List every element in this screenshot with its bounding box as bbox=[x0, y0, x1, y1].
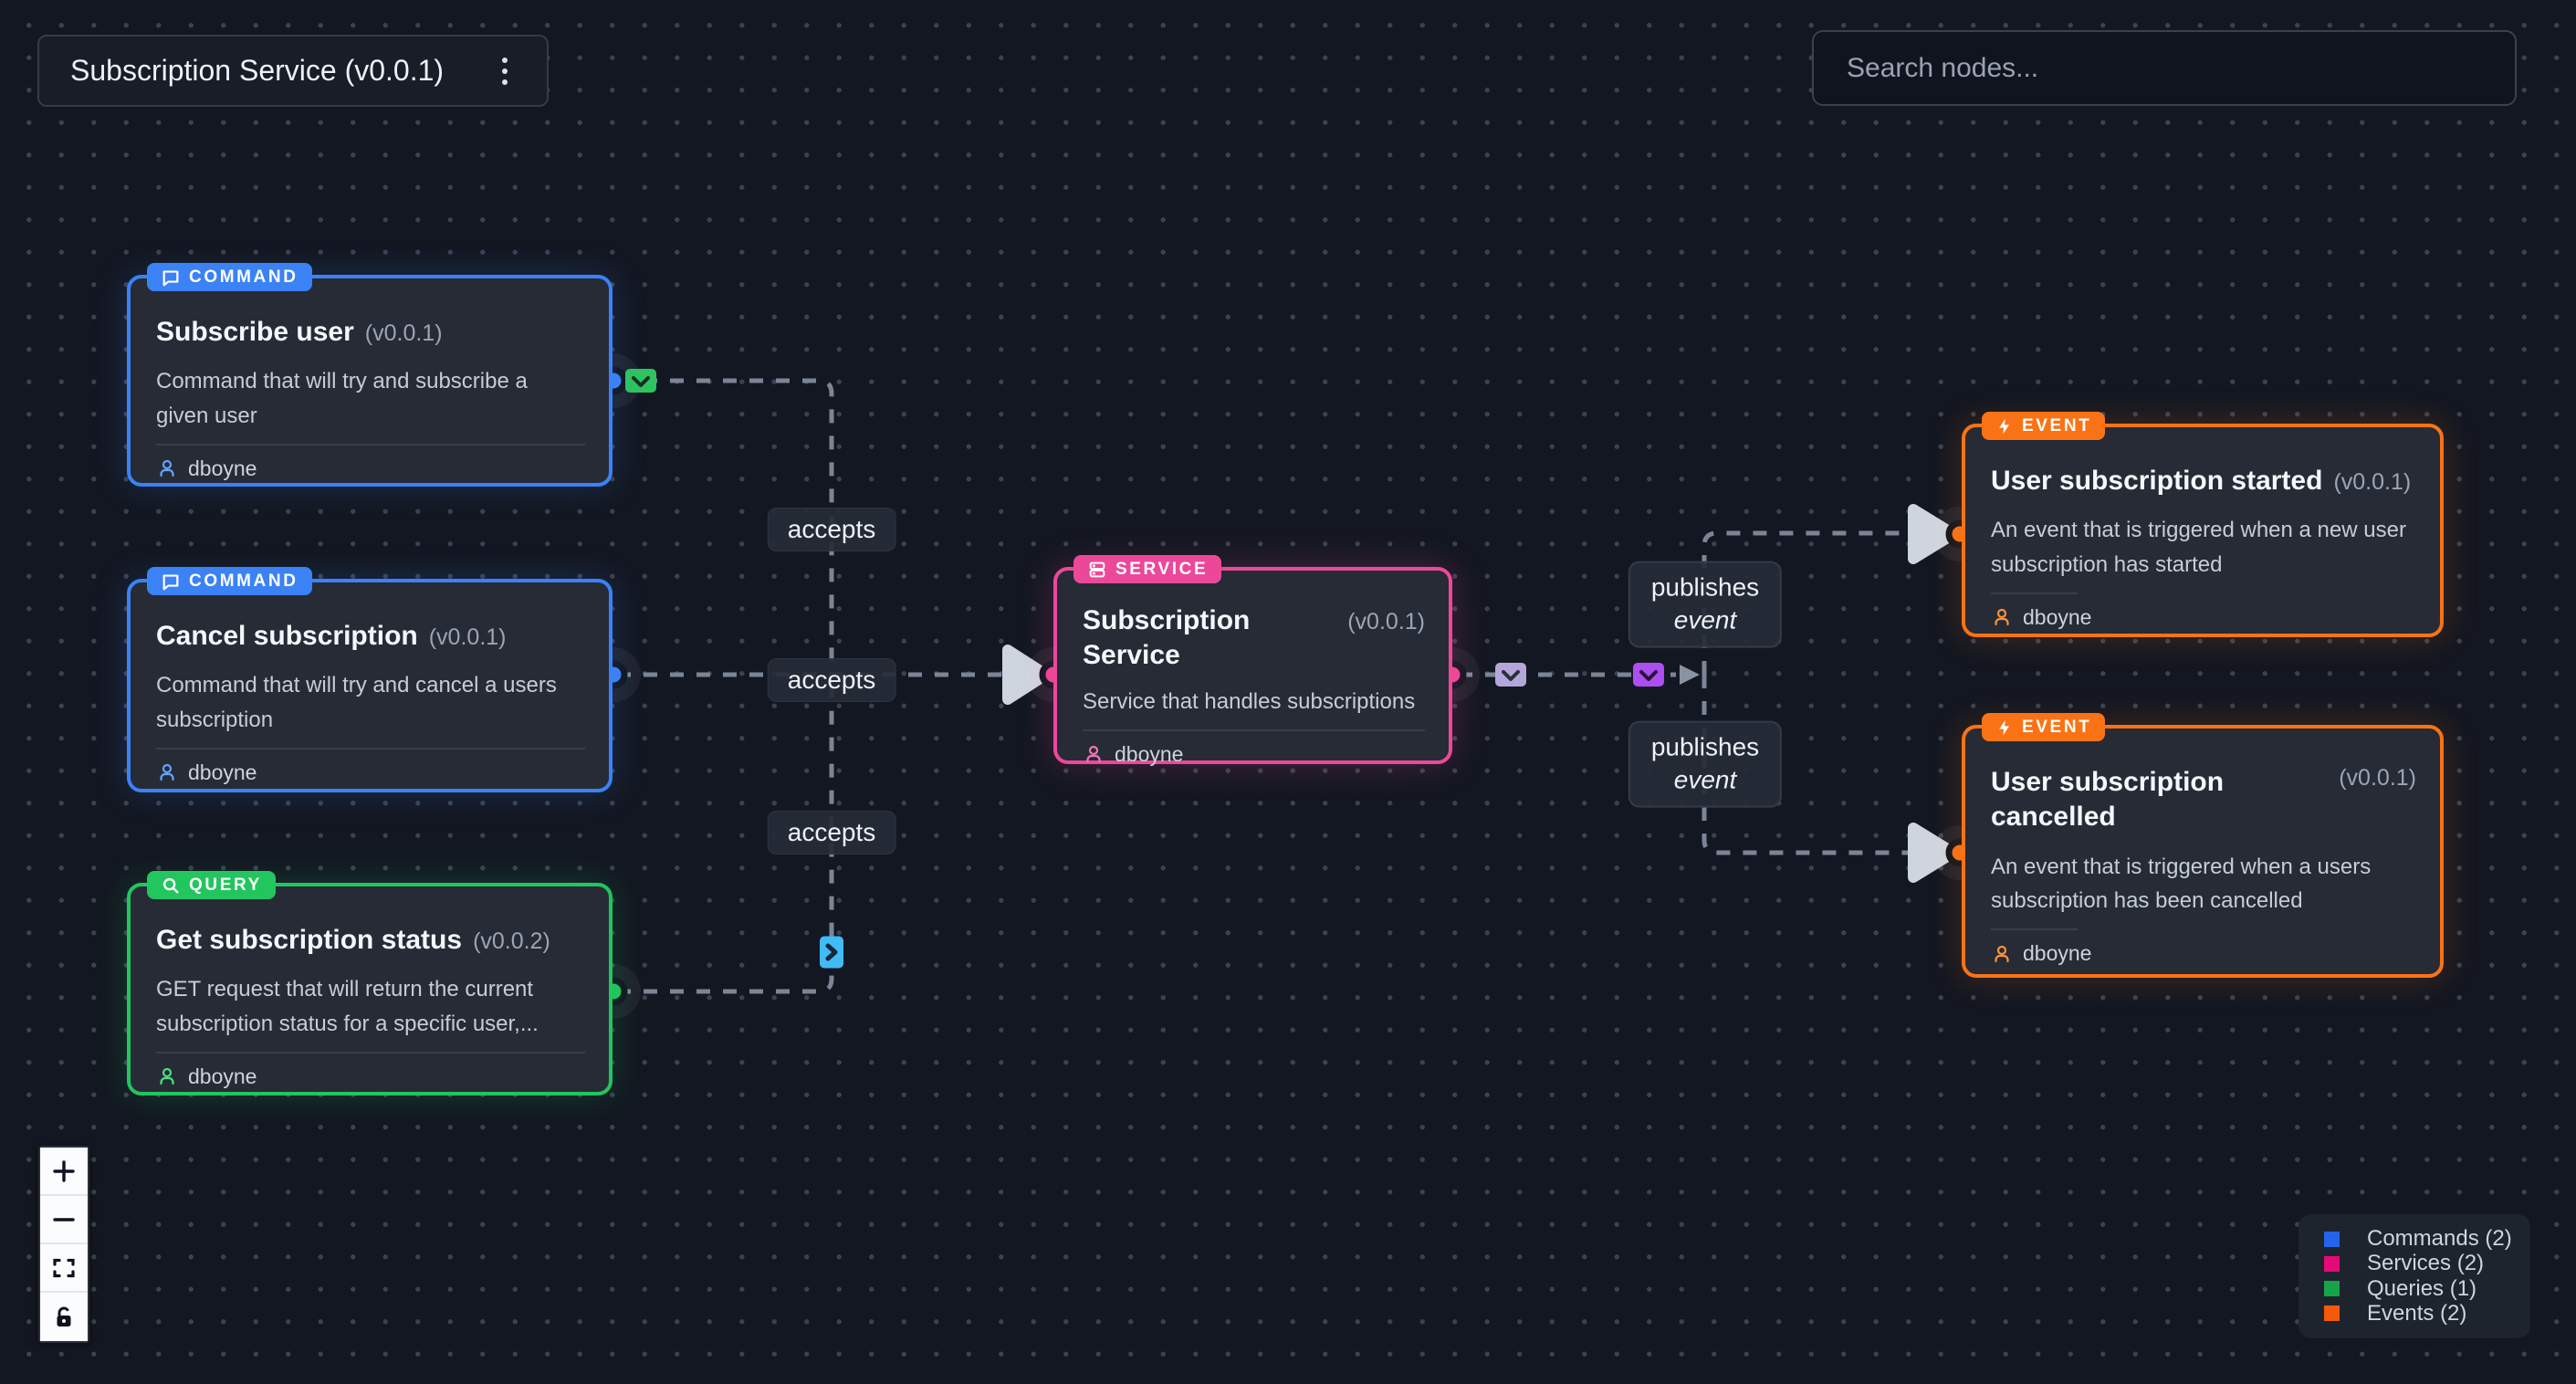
divider bbox=[156, 443, 585, 446]
mail-icon-green bbox=[625, 369, 656, 393]
legend-swatch-queries bbox=[2324, 1281, 2340, 1297]
search-input[interactable] bbox=[1814, 32, 2515, 104]
lightning-icon bbox=[1999, 418, 2009, 434]
person-icon bbox=[1995, 609, 2009, 626]
node-author: dboyne bbox=[156, 456, 585, 485]
person-icon bbox=[160, 1068, 174, 1085]
divider bbox=[156, 747, 585, 750]
event-badge: EVENT bbox=[1982, 412, 2106, 440]
node-title: User subscription started bbox=[1991, 466, 2323, 496]
zoom-controls bbox=[38, 1146, 89, 1343]
server-icon bbox=[1089, 561, 1105, 577]
node-description: Command that will try and subscribe a gi… bbox=[156, 369, 528, 428]
node-title: Cancel subscription bbox=[156, 621, 418, 651]
node-get-subscription-status[interactable]: QUERY Get subscription status (v0.0.2) G… bbox=[127, 871, 613, 1096]
node-version: (v0.0.1) bbox=[364, 320, 443, 346]
person-icon bbox=[1995, 945, 2009, 962]
node-subscription-service[interactable]: SERVICE Subscription Service (v0.0.1) Se… bbox=[1053, 555, 1452, 766]
node-author: dboyne bbox=[1991, 941, 2416, 970]
node-author: dboyne bbox=[1083, 742, 1425, 771]
mail-icon-lavender bbox=[1495, 663, 1526, 687]
legend: Commands (2) Services (2) Queries (1) Ev… bbox=[2299, 1214, 2530, 1338]
edge-label-accepts-2: accepts bbox=[767, 658, 896, 702]
node-description: GET request that will return the current… bbox=[156, 977, 539, 1036]
legend-item-services: Services (2) bbox=[2324, 1251, 2530, 1275]
arrowhead-into-event-started bbox=[1908, 504, 1959, 564]
graph-title: Subscription Service (v0.0.1) bbox=[70, 54, 445, 87]
node-title: User subscription cancelled bbox=[1991, 767, 2225, 833]
speech-bubble-icon bbox=[162, 269, 179, 286]
arrowhead-into-service bbox=[1002, 645, 1052, 705]
edge-label-publishes-2: publishes event bbox=[1628, 720, 1783, 808]
person-icon bbox=[160, 764, 174, 781]
legend-item-commands: Commands (2) bbox=[2324, 1226, 2530, 1251]
node-description: Command that will try and cancel a users… bbox=[156, 673, 557, 732]
node-subscribe-user[interactable]: COMMAND Subscribe user (v0.0.1) Command … bbox=[127, 263, 613, 487]
event-badge: EVENT bbox=[1982, 713, 2106, 741]
unlock-icon bbox=[57, 1306, 71, 1326]
magnifier-icon bbox=[162, 877, 179, 894]
person-icon bbox=[160, 460, 174, 477]
mail-icon-purple bbox=[1633, 663, 1664, 687]
node-title: Get subscription status bbox=[156, 925, 463, 955]
legend-item-queries: Queries (1) bbox=[2324, 1276, 2530, 1301]
zoom-out-icon bbox=[53, 1217, 75, 1221]
legend-swatch-commands bbox=[2324, 1231, 2340, 1247]
divider bbox=[1083, 729, 1425, 731]
node-user-subscription-cancelled[interactable]: EVENT User subscription cancelled (v0.0.… bbox=[1962, 713, 2444, 978]
service-badge: SERVICE bbox=[1073, 555, 1222, 583]
node-version: (v0.0.1) bbox=[2339, 765, 2416, 791]
graph-title-bar: Subscription Service (v0.0.1) bbox=[37, 35, 549, 107]
command-badge: COMMAND bbox=[147, 263, 312, 291]
node-version: (v0.0.1) bbox=[1347, 609, 1425, 634]
legend-swatch-events bbox=[2324, 1305, 2340, 1322]
chevron-right-card-icon bbox=[820, 936, 843, 969]
arrowhead-into-event-cancelled bbox=[1908, 823, 1959, 883]
node-author: dboyne bbox=[1991, 605, 2416, 634]
legend-swatch-services bbox=[2324, 1255, 2340, 1272]
arrowhead-splitter bbox=[1680, 665, 1700, 685]
node-user-subscription-started[interactable]: EVENT User subscription started (v0.0.1)… bbox=[1962, 412, 2444, 637]
zoom-in-icon bbox=[53, 1159, 75, 1182]
kebab-menu-icon[interactable] bbox=[485, 49, 525, 93]
zoom-out-button[interactable] bbox=[40, 1196, 88, 1244]
node-version: (v0.0.1) bbox=[428, 624, 507, 650]
fit-view-button[interactable] bbox=[40, 1244, 88, 1293]
person-icon bbox=[1086, 746, 1101, 763]
node-cancel-subscription[interactable]: COMMAND Cancel subscription (v0.0.1) Com… bbox=[127, 567, 613, 792]
node-description: An event that is triggered when a users … bbox=[1991, 854, 2372, 913]
edge-label-accepts-1: accepts bbox=[767, 508, 896, 551]
node-author: dboyne bbox=[156, 760, 585, 789]
fit-view-icon bbox=[53, 1258, 75, 1277]
node-title: Subscription Service bbox=[1083, 605, 1251, 671]
lock-toggle-button[interactable] bbox=[40, 1293, 88, 1341]
divider bbox=[1991, 592, 2078, 594]
command-badge: COMMAND bbox=[147, 567, 312, 595]
edge-label-publishes-1: publishes event bbox=[1628, 561, 1783, 648]
legend-item-events: Events (2) bbox=[2324, 1301, 2530, 1326]
node-description: Service that handles subscriptions bbox=[1083, 688, 1416, 714]
node-description: An event that is triggered when a new us… bbox=[1991, 518, 2406, 577]
divider bbox=[1991, 928, 2078, 931]
query-badge: QUERY bbox=[147, 871, 276, 899]
node-title: Subscribe user bbox=[156, 317, 354, 347]
node-version: (v0.0.2) bbox=[473, 928, 550, 954]
lightning-icon bbox=[1999, 719, 2009, 735]
node-author: dboyne bbox=[156, 1064, 585, 1093]
search-box bbox=[1812, 30, 2517, 106]
node-version: (v0.0.1) bbox=[2333, 469, 2412, 495]
zoom-in-button[interactable] bbox=[40, 1148, 88, 1196]
edge-label-accepts-3: accepts bbox=[767, 811, 896, 855]
speech-bubble-icon bbox=[162, 573, 179, 590]
divider bbox=[156, 1051, 585, 1054]
